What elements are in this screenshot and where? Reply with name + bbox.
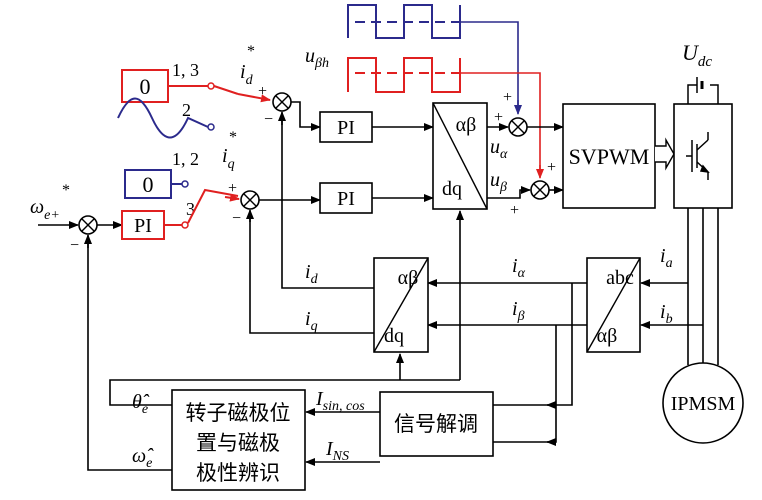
u-beta-label: uβ xyxy=(490,169,507,195)
switch-d-contact-2 xyxy=(207,123,215,131)
u-alpha-label: uα xyxy=(490,136,508,162)
observer-block xyxy=(171,389,306,491)
i-alpha-label: iα xyxy=(512,255,526,281)
observer-line2: 置与磁极 xyxy=(196,431,280,455)
theta-label: θ̂e xyxy=(132,391,150,417)
alpha-inject-plus1: + xyxy=(494,109,503,126)
speed-minus: − xyxy=(70,237,79,254)
ia-label: ia xyxy=(660,245,673,271)
switch-d-blade xyxy=(213,85,239,95)
udc-label: Udc xyxy=(682,40,712,70)
motor-circle xyxy=(662,362,744,444)
ins-label: INS xyxy=(325,438,349,464)
park-bottom: dq xyxy=(384,325,404,347)
ib-label: ib xyxy=(660,301,673,327)
red-square-wave xyxy=(347,57,541,176)
switch-q-contact-3 xyxy=(181,221,189,229)
iq-ref-label: iq xyxy=(222,145,235,172)
observer-line3: 极性辨识 xyxy=(196,461,280,485)
blue-square-wave xyxy=(347,4,519,112)
iq-feedback xyxy=(249,211,374,334)
igbt-icon xyxy=(686,132,710,180)
zero-d-text: 0 xyxy=(140,74,151,99)
we-ref-label: ωe+ xyxy=(30,196,60,223)
pi-d-text: PI xyxy=(337,117,355,139)
iq-ref-star: * xyxy=(229,129,237,146)
switch-d-2-label: 2 xyxy=(182,100,191,120)
switch-d-contact-13 xyxy=(207,82,215,90)
omega-label: ω̂e xyxy=(132,445,154,471)
beta-inject-plus1: + xyxy=(510,202,519,219)
omega-feedback xyxy=(87,236,172,471)
demod-block xyxy=(379,391,494,457)
u-beta-wire xyxy=(487,186,531,199)
pi-q-block xyxy=(319,182,373,214)
switch-q-3-label: 3 xyxy=(186,199,195,219)
q-summer-minus: − xyxy=(232,210,241,227)
theta-bus xyxy=(109,379,460,406)
id-feedback xyxy=(281,113,374,289)
inverter-block xyxy=(673,103,733,209)
we-ref-star: * xyxy=(62,182,70,199)
tap-beta xyxy=(548,325,557,443)
isincos-label: Isin, cos xyxy=(315,388,365,414)
pi-speed-block xyxy=(121,210,165,240)
d-error-wire xyxy=(291,101,321,131)
switch-q-contact-12 xyxy=(181,180,189,188)
beta-inject-plus2: + xyxy=(547,159,556,176)
iq-fb-label: iq xyxy=(305,308,318,334)
q-summer-plus: + xyxy=(228,180,237,197)
zero-q-text: 0 xyxy=(143,172,154,197)
alpha-inject-plus2: + xyxy=(503,89,512,106)
pi-q-text: PI xyxy=(337,188,355,210)
id-ref-arrow xyxy=(237,93,271,103)
id-fb-label: id xyxy=(305,261,319,287)
id-ref-label: id xyxy=(240,61,254,88)
clarke-bottom: αβ xyxy=(597,325,618,347)
pwm-bus-arrow xyxy=(655,137,675,171)
tap-alpha xyxy=(548,283,573,406)
svpwm-text: SVPWM xyxy=(569,144,650,169)
switch-q-blade xyxy=(187,188,239,224)
inverse-park-bottom: dq xyxy=(442,178,462,200)
u-bh-label: uβh xyxy=(305,45,329,71)
dc-link-icon xyxy=(687,77,719,104)
clarke-top: abc xyxy=(606,267,634,289)
motor-text: IPMSM xyxy=(671,393,736,415)
pi-speed-text: PI xyxy=(134,215,152,237)
switch-d-13-label: 1, 3 xyxy=(172,60,199,80)
park-top: αβ xyxy=(398,267,419,289)
i-beta-label: iβ xyxy=(512,298,525,324)
d-summer-plus: + xyxy=(258,83,267,100)
zero-d-block xyxy=(121,69,169,103)
d-summer-minus: − xyxy=(264,111,273,128)
switch-q-12-label: 1, 2 xyxy=(172,149,199,169)
observer-line1: 转子磁极位 xyxy=(186,401,291,425)
inverse-park-top: αβ xyxy=(456,114,477,136)
svpwm-block xyxy=(562,103,656,209)
demod-text: 信号解调 xyxy=(394,412,478,436)
iq-ref-arrow xyxy=(224,193,240,202)
id-ref-star: * xyxy=(247,43,255,60)
phase-lines xyxy=(687,208,719,365)
zero-q-block xyxy=(124,169,172,199)
sine-source xyxy=(117,97,209,139)
